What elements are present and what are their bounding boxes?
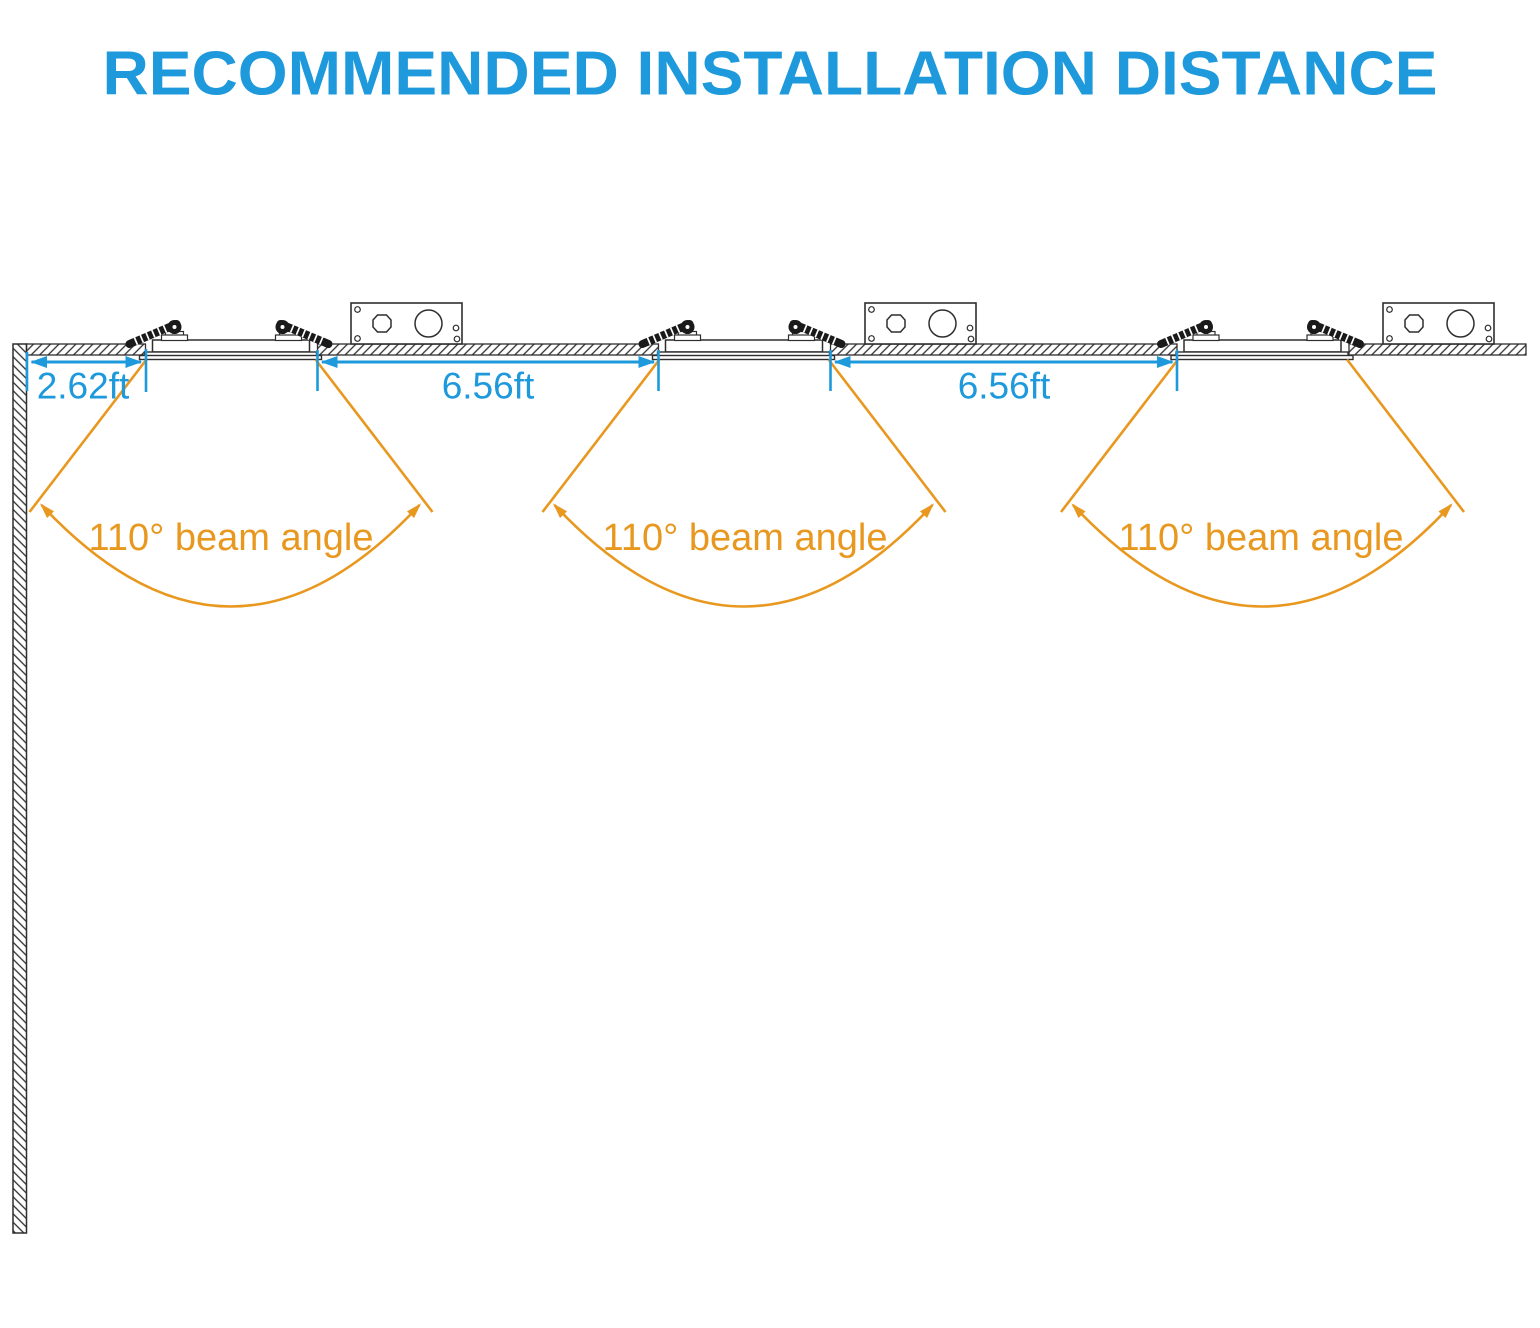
dimension-light-spacing-2 [829,350,1179,391]
page-title: RECOMMENDED INSTALLATION DISTANCE [103,40,1438,109]
dimension-wall-to-light [25,349,148,392]
ceiling-segment [1348,343,1527,356]
dimension-label-wall: 2.62ft [37,366,130,407]
dimension-label-spacing-2: 6.56ft [958,366,1051,407]
beam-angle-label-3: 110° beam angle [1119,517,1404,559]
ceiling-segment [829,343,1178,356]
beam-angle-label-1: 110° beam angle [89,517,374,559]
downlight-fixture-1 [130,320,329,360]
dimension-label-spacing-1: 6.56ft [442,366,535,407]
beam-cone-3 [1061,360,1464,607]
beam-angle-label-2: 110° beam angle [603,517,888,559]
ceiling-section [25,343,1527,356]
junction-box-3 [1382,302,1495,345]
wall-section [12,343,28,1234]
beam-cone-2 [543,360,946,607]
downlight-fixture-2 [643,320,842,360]
downlight-fixture-3 [1161,320,1360,360]
junction-box-1 [350,302,463,345]
dimension-light-spacing-1 [316,350,660,391]
junction-box-2 [864,302,977,345]
ceiling-segment [316,343,660,356]
